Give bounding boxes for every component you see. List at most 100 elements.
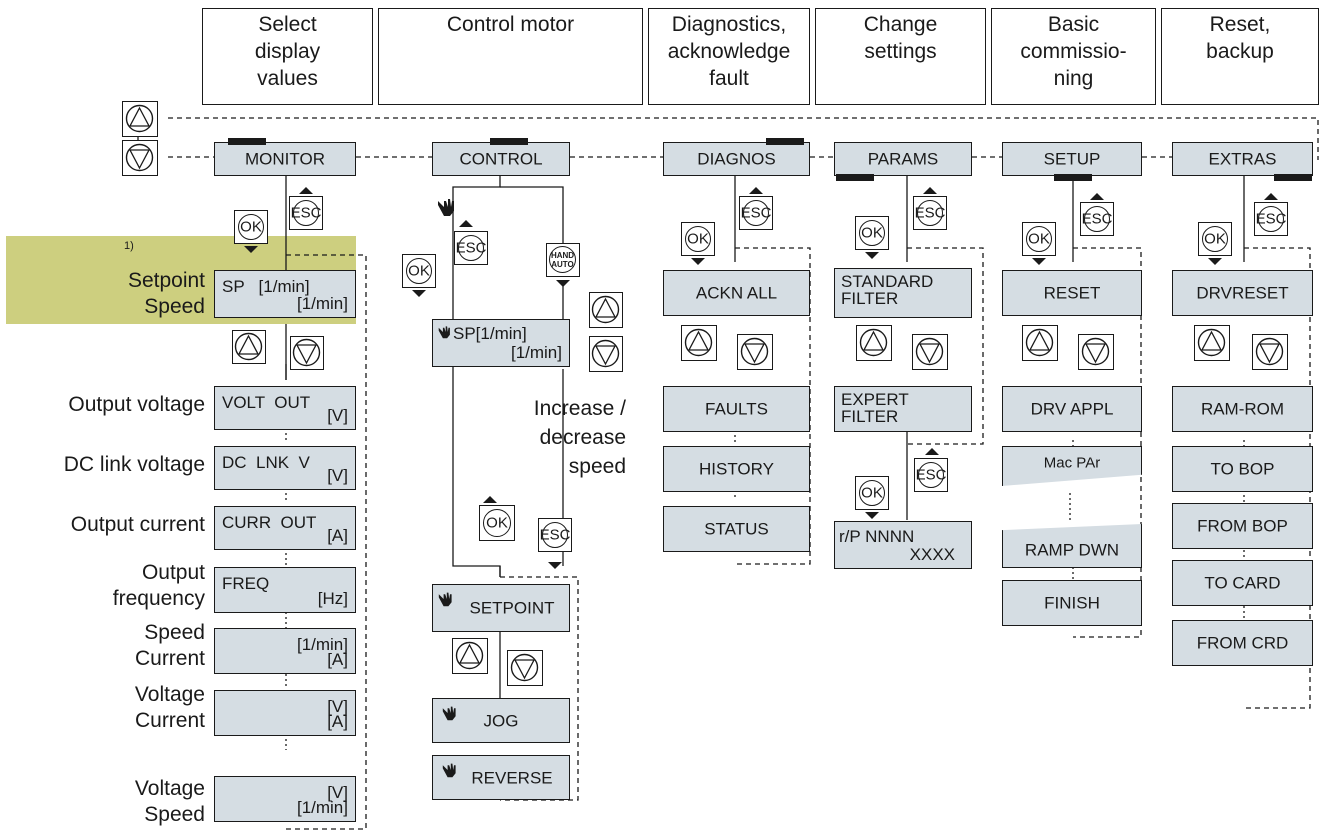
header-change-settings: Change settings	[815, 8, 986, 105]
ok-button[interactable]: OK	[681, 222, 715, 256]
hand-icon	[438, 199, 454, 216]
esc-button[interactable]: ESC	[914, 458, 948, 492]
monitor-voltage-speed-box[interactable]: [V][1/min]	[214, 776, 356, 822]
menu-position-bar	[228, 138, 266, 145]
menu-setup[interactable]: SETUP	[1002, 142, 1142, 176]
up-button[interactable]	[681, 325, 717, 361]
menu-extras[interactable]: EXTRAS	[1172, 142, 1313, 176]
esc-button[interactable]: ESC	[538, 518, 572, 552]
down-arrow-icon	[740, 337, 769, 366]
diagnos-status-item[interactable]: STATUS	[663, 506, 810, 552]
header-select-display-values: Select display values	[202, 8, 373, 105]
up-arrow-icon	[125, 104, 154, 133]
header-reset-backup: Reset, backup	[1161, 8, 1319, 105]
monitor-label-voltage-current: Voltage Current	[134, 683, 205, 732]
down-arrow-icon	[1081, 337, 1110, 366]
up-tick-icon	[459, 220, 473, 227]
control-sp-box[interactable]: SP[1/min][1/min]	[432, 319, 570, 367]
setup-ramp-dwn-item[interactable]: RAMP DWN	[1002, 524, 1142, 568]
extras-from-crd-item[interactable]: FROM CRD	[1172, 620, 1313, 666]
header-diagnostics: Diagnostics, acknowledge fault	[648, 8, 810, 105]
up-arrow-icon	[455, 641, 484, 670]
control-reverse-item[interactable]: REVERSE	[432, 755, 570, 800]
monitor-voltage-current-box[interactable]: [V][A]	[214, 690, 356, 736]
extras-ram-rom-item[interactable]: RAM-ROM	[1172, 386, 1313, 432]
extras-to-bop-item[interactable]: TO BOP	[1172, 446, 1313, 492]
up-arrow-icon	[1025, 328, 1054, 357]
down-tick-icon	[1032, 258, 1046, 265]
down-button[interactable]	[912, 334, 948, 370]
extras-from-bop-item[interactable]: FROM BOP	[1172, 503, 1313, 549]
ok-button[interactable]: OK	[479, 505, 515, 541]
down-button[interactable]	[290, 336, 324, 370]
down-arrow-icon	[915, 337, 944, 366]
hand-icon	[438, 592, 452, 607]
setup-reset-item[interactable]: RESET	[1002, 270, 1142, 316]
down-button[interactable]	[737, 334, 773, 370]
monitor-sp-box[interactable]: SP [1/min][1/min]	[214, 270, 356, 318]
extras-to-card-item[interactable]: TO CARD	[1172, 560, 1313, 606]
esc-button[interactable]: ESC	[739, 196, 773, 230]
esc-button[interactable]: ESC	[1080, 202, 1114, 236]
up-tick-icon	[925, 448, 939, 455]
monitor-freq-box[interactable]: FREQ[Hz]	[214, 567, 356, 613]
control-setpoint-item[interactable]: SETPOINT	[432, 584, 570, 632]
up-button[interactable]	[856, 325, 892, 361]
up-arrow-icon	[859, 328, 888, 357]
monitor-label-setpoint-speed: Setpoint Speed	[127, 269, 205, 318]
down-button[interactable]	[1078, 334, 1114, 370]
diagnos-history-item[interactable]: HISTORY	[663, 446, 810, 492]
monitor-dc-lnk-box[interactable]: DC LNK V[V]	[214, 446, 356, 490]
hand-auto-button[interactable]: HAND AUTO	[546, 243, 580, 277]
up-button[interactable]	[122, 101, 158, 137]
menu-params[interactable]: PARAMS	[834, 142, 972, 176]
esc-button[interactable]: ESC	[913, 196, 947, 230]
params-standard-filter-item[interactable]: STANDARD FILTER	[834, 268, 972, 318]
up-arrow-icon	[234, 332, 263, 361]
down-button[interactable]	[122, 140, 158, 176]
up-button[interactable]	[1022, 325, 1058, 361]
down-button[interactable]	[1252, 334, 1288, 370]
setup-drv-appl-item[interactable]: DRV APPL	[1002, 386, 1142, 432]
up-button[interactable]	[1194, 325, 1230, 361]
monitor-speed-current-box[interactable]: [1/min][A]	[214, 628, 356, 674]
menu-monitor[interactable]: MONITOR	[214, 142, 356, 176]
down-button[interactable]	[507, 650, 543, 686]
monitor-curr-out-box[interactable]: CURR OUT[A]	[214, 506, 356, 550]
esc-button[interactable]: ESC	[1254, 202, 1288, 236]
ok-button[interactable]: OK	[855, 216, 889, 250]
up-button[interactable]	[589, 292, 623, 328]
ok-button[interactable]: OK	[1198, 222, 1232, 256]
menu-diagnos[interactable]: DIAGNOS	[663, 142, 810, 176]
down-arrow-icon	[292, 338, 321, 367]
up-button[interactable]	[232, 330, 266, 364]
monitor-label-output-voltage: Output voltage	[68, 393, 205, 416]
ok-button[interactable]: OK	[234, 210, 268, 244]
up-button[interactable]	[452, 638, 488, 674]
up-tick-icon	[483, 496, 497, 503]
setup-finish-item[interactable]: FINISH	[1002, 580, 1142, 626]
esc-button[interactable]: ESC	[454, 231, 488, 265]
up-arrow-icon	[684, 328, 713, 357]
down-tick-icon	[1208, 258, 1222, 265]
up-tick-icon	[1090, 193, 1104, 200]
params-expert-filter-item[interactable]: EXPERT FILTER	[834, 386, 972, 432]
up-tick-icon	[299, 187, 313, 194]
ok-button[interactable]: OK	[855, 476, 889, 510]
diagnos-faults-item[interactable]: FAULTS	[663, 386, 810, 432]
monitor-label-output-current: Output current	[70, 513, 205, 536]
extras-drvreset-item[interactable]: DRVRESET	[1172, 270, 1313, 316]
ok-button[interactable]: OK	[1022, 222, 1056, 256]
monitor-label-output-frequency: Output frequency	[112, 561, 205, 610]
esc-button[interactable]: ESC	[289, 196, 323, 230]
down-button[interactable]	[589, 336, 623, 372]
up-tick-icon	[749, 187, 763, 194]
monitor-volt-out-box[interactable]: VOLT OUT[V]	[214, 386, 356, 430]
down-arrow-icon	[1255, 337, 1284, 366]
menu-position-bar	[766, 138, 804, 145]
menu-control[interactable]: CONTROL	[432, 142, 570, 176]
ok-button[interactable]: OK	[402, 254, 436, 288]
diagnos-ackn-all-item[interactable]: ACKN ALL	[663, 270, 810, 316]
control-jog-item[interactable]: JOG	[432, 698, 570, 743]
